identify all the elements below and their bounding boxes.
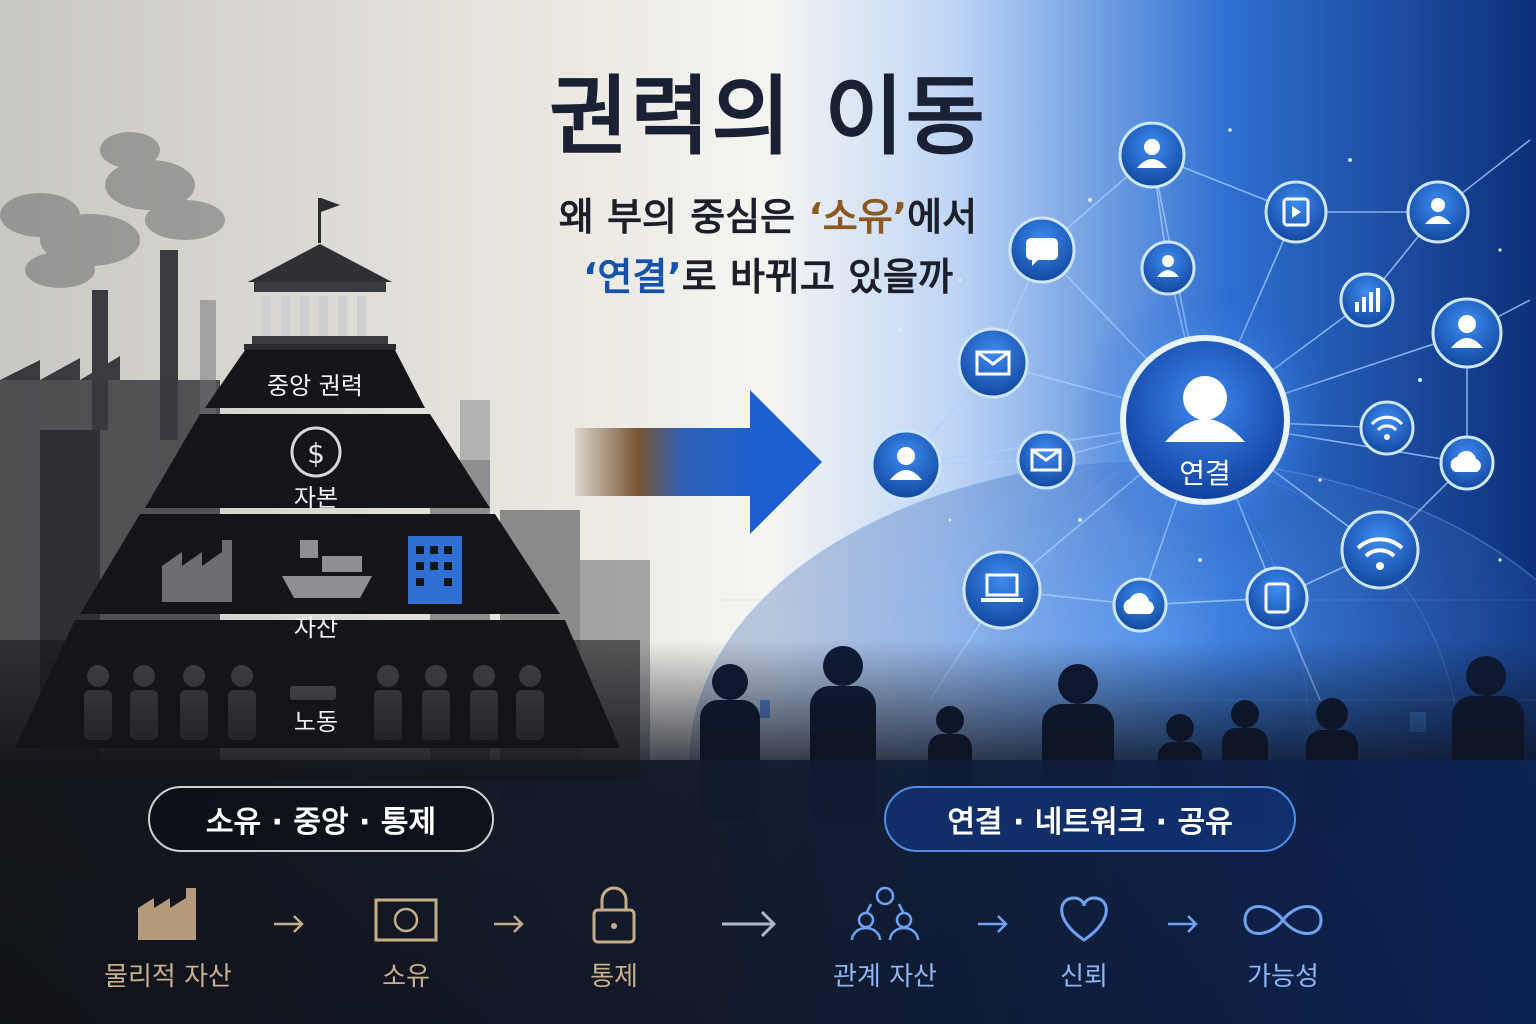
flow-ownership: 소유 (382, 962, 430, 992)
connection-highlight: ‘연결’ (583, 255, 682, 299)
subtitle-prefix: 왜 부의 중심은 (558, 195, 809, 239)
smoke (0, 132, 225, 288)
hub-node (1070, 285, 1340, 555)
tier-capital: 자본 (293, 484, 339, 512)
node-glyphs (890, 139, 1483, 614)
tier-assets: 자산 (293, 614, 339, 642)
connection-pill: 연결 · 네트워크 · 공유 (884, 786, 1296, 852)
flow-physical-assets: 물리적 자산 (104, 962, 232, 992)
flow-icons (138, 886, 1323, 944)
tier-central-power: 중앙 권력 (267, 372, 363, 400)
flow-control: 통제 (590, 962, 638, 992)
ownership-pill: 소유 · 중앙 · 통제 (148, 786, 494, 852)
main-title: 권력의 이동 (549, 67, 987, 167)
flow-trust: 신뢰 (1060, 962, 1108, 992)
ownership-highlight: ‘소유’ (808, 195, 908, 239)
subtitle-line-1: 왜 부의 중심은 ‘소유’에서 (0, 186, 1536, 241)
subtitle-line-2: ‘연결’로 바뀌고 있을까 (0, 246, 1536, 301)
flow-relational-assets: 관계 자산 (833, 962, 937, 992)
transition-arrow (575, 390, 822, 534)
hub-label: 연결 (1179, 457, 1231, 490)
subtitle-line2-suffix: 로 바뀌고 있을까 (681, 255, 953, 299)
svg-text:$: $ (307, 437, 325, 470)
tier-labor: 노동 (293, 708, 339, 736)
flow-possibility: 가능성 (1247, 962, 1319, 992)
subtitle-suffix: 에서 (907, 195, 978, 239)
